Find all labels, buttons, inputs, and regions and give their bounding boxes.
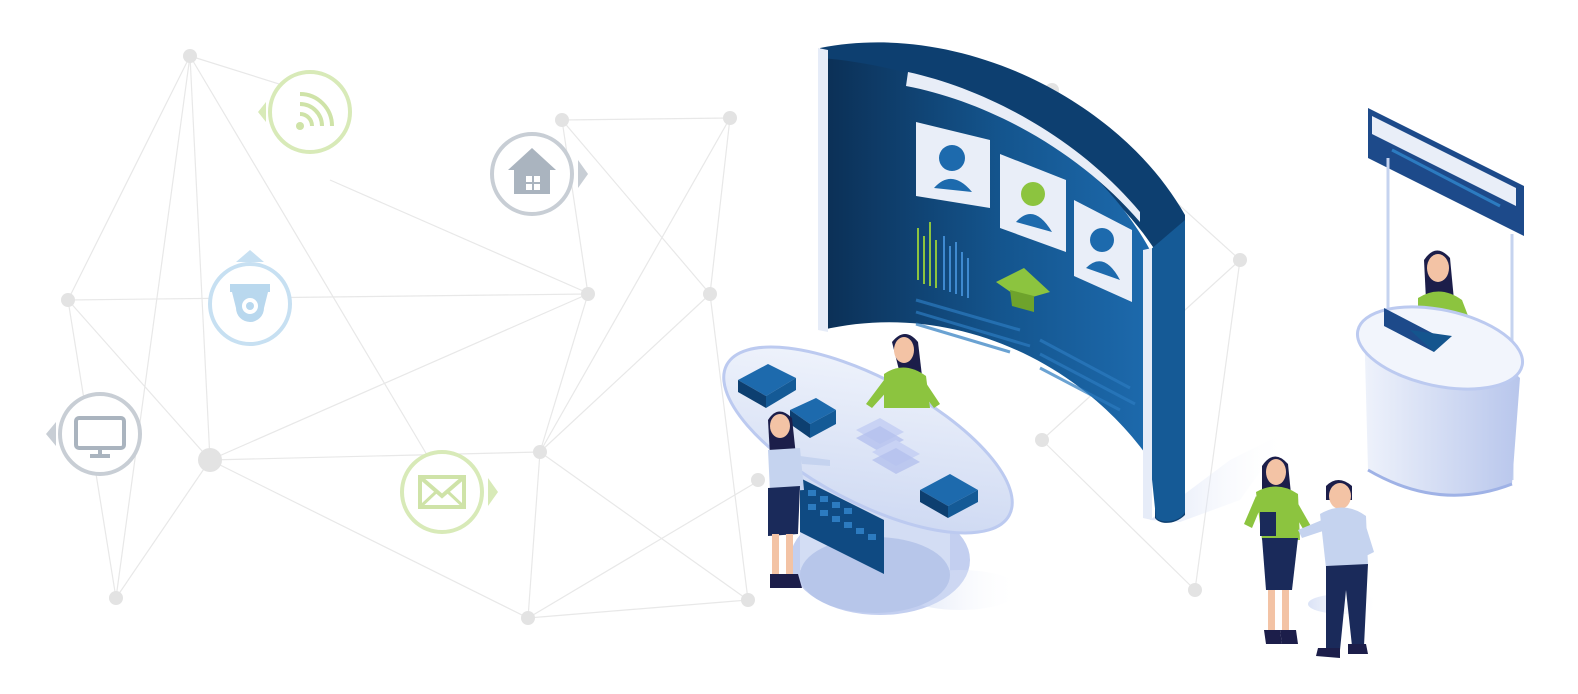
network-background: [67, 55, 1241, 619]
person-presenter-green: [866, 334, 940, 408]
person-visitor-left: [768, 411, 830, 588]
mail-icon: [400, 450, 498, 534]
monitor-icon: [46, 392, 142, 476]
profile-panel-3: [1074, 200, 1132, 302]
profile-panel-2: [1000, 154, 1066, 252]
person-woman-green: [1244, 456, 1312, 644]
person-man-blue: [1298, 480, 1380, 658]
home-icon: [490, 132, 588, 216]
product-box-2: [790, 398, 836, 438]
profile-panel-1: [916, 122, 990, 208]
display-wall: [818, 42, 1290, 523]
wifi-icon: [258, 70, 352, 154]
bar-graphic: [917, 222, 937, 288]
graduation-cap-icon: [996, 268, 1050, 312]
product-box-1: [738, 364, 796, 408]
exhibition-table: [722, 345, 1020, 615]
camera-icon: [208, 250, 292, 346]
paper-stack: [856, 418, 920, 474]
reception-podium: [1355, 108, 1525, 497]
product-box-3: [920, 474, 978, 518]
